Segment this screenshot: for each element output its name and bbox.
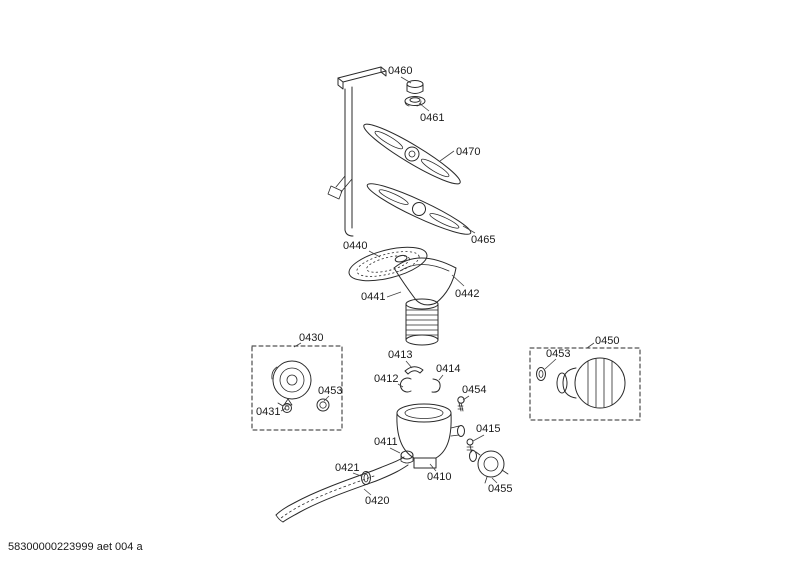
part-label-0440: 0440	[343, 240, 367, 252]
nut-0411-drawing	[400, 450, 414, 464]
part-label-0441: 0441	[361, 291, 385, 303]
part-label-0465: 0465	[471, 234, 495, 246]
part-label-0470: 0470	[456, 146, 480, 158]
seal-ring-0453-left-drawing	[316, 398, 330, 412]
drain-hose-drawing	[275, 456, 409, 523]
spray-arm-lower-drawing	[366, 183, 472, 235]
drain-pump-drawing	[469, 450, 509, 484]
sump-body-drawing	[396, 403, 465, 469]
part-label-0420: 0420	[365, 495, 389, 507]
seal-ring-0453-right-drawing	[536, 367, 546, 381]
part-label-0442: 0442	[455, 288, 479, 300]
part-label-0431: 0431	[256, 406, 280, 418]
clip-0413-drawing	[404, 366, 424, 375]
part-label-0453-left: 0453	[318, 385, 342, 397]
part-label-0453-right: 0453	[546, 348, 570, 360]
heat-pump-drawing	[271, 360, 312, 406]
part-label-0454: 0454	[462, 384, 486, 396]
part-label-0421: 0421	[335, 462, 359, 474]
filter-plate-drawing	[348, 246, 428, 282]
part-label-0450: 0450	[595, 335, 619, 347]
leader-lines	[280, 76, 595, 496]
part-label-0412: 0412	[374, 373, 398, 385]
bearing-ring-drawing	[404, 96, 426, 107]
filter-cylinder-drawing	[405, 298, 439, 346]
clip-0414-drawing	[431, 378, 441, 393]
part-label-0460: 0460	[388, 65, 412, 77]
filter-funnel-drawing	[393, 257, 457, 306]
part-label-0414: 0414	[436, 363, 460, 375]
part-label-0413: 0413	[388, 349, 412, 361]
part-labels: 0460 0461 0470 0465 0440 0441 0442 0430 …	[256, 65, 619, 507]
outlet-part-0431-drawing	[277, 402, 292, 413]
document-code: 58300000223999 aet 004 a	[8, 541, 143, 553]
screw-0454-drawing	[457, 396, 465, 412]
spray-arm-upper-drawing	[363, 123, 461, 185]
circulation-motor-drawing	[556, 357, 626, 409]
part-label-0461: 0461	[420, 112, 444, 124]
ring-0412-drawing	[399, 377, 412, 393]
part-label-0455: 0455	[488, 483, 512, 495]
part-label-0415: 0415	[476, 423, 500, 435]
part-label-0410: 0410	[427, 471, 451, 483]
part-label-0430: 0430	[299, 332, 323, 344]
drawing-layer	[251, 66, 641, 523]
module-0430-box	[251, 345, 343, 431]
part-label-0411: 0411	[374, 436, 398, 448]
supply-pipe-drawing	[327, 66, 387, 237]
screw-0415-drawing	[466, 438, 474, 453]
spray-head-cap-drawing	[406, 80, 424, 94]
